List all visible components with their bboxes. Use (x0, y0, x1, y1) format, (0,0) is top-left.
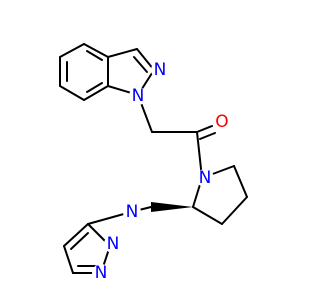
bond (83, 43, 109, 58)
benzene-ring (59, 43, 109, 101)
carbonyl-double-bond (199, 132, 216, 140)
acetyl-linker (137, 94, 216, 179)
molecule-structure-diagram: N N O N N N N (59, 43, 248, 283)
bond (63, 245, 74, 274)
double-bond-inner (70, 232, 89, 250)
wedge-bond (151, 202, 193, 212)
svg-text:N: N (154, 60, 167, 80)
svg-text:N: N (132, 86, 145, 106)
bond (59, 85, 85, 101)
double-bond-inner (86, 82, 103, 93)
bond (221, 196, 248, 225)
triazole-n3-atom: N (92, 263, 110, 283)
bond (136, 48, 155, 71)
bond (192, 206, 223, 225)
triazole-n2-atom: N (104, 234, 122, 254)
triazole-n1-atom: N (123, 202, 141, 222)
indazole-n1-atom: N (129, 86, 147, 106)
bond (83, 85, 109, 101)
indazole-n2-atom: N (151, 60, 169, 80)
svg-text:N: N (126, 202, 139, 222)
bond (233, 165, 248, 198)
svg-text:N: N (95, 263, 108, 283)
bond (63, 223, 89, 247)
bond (107, 48, 138, 58)
svg-text:O: O (215, 112, 228, 132)
svg-text:N: N (107, 234, 120, 254)
double-bond-inner (133, 56, 148, 73)
pyrrolidine-nitrogen-atom: N (196, 168, 214, 188)
svg-text:N: N (199, 168, 212, 188)
double-bond-inner (86, 50, 103, 61)
atom-labels: N N O N N N N (92, 60, 231, 283)
carbonyl-oxygen-atom: O (213, 112, 231, 132)
carbonyl-double-bond (196, 125, 213, 133)
bond (59, 43, 85, 58)
